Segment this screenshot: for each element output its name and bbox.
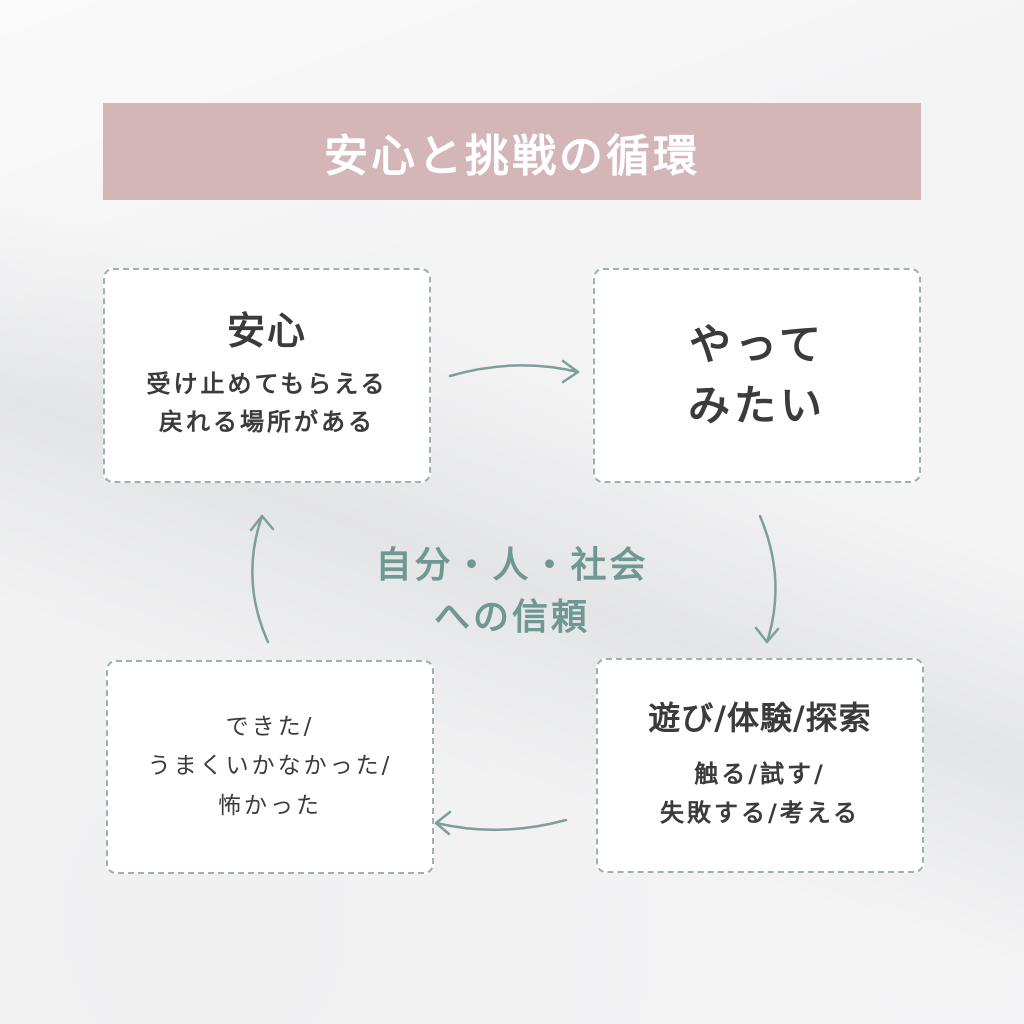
arrow-up-icon [249,514,275,644]
box-anshin-line1: 受け止めてもらえる [146,369,388,398]
center-trust-label: 自分・人・社会 への信頼 [312,540,712,644]
box-asobi-line1: 触る/試す/ [694,760,826,789]
box-dekita-line2: うまくいかなかった/ [147,753,393,780]
box-dekita: できた/ うまくいかなかった/ 怖かった [106,660,434,874]
page-title: 安心と挑戦の循環 [324,130,700,182]
arrow-left-icon [434,810,568,836]
center-line2: への信頼 [433,597,590,639]
box-yatte-mitai-line1: やって [689,319,825,369]
title-bar: 安心と挑戦の循環 [103,103,921,200]
arrow-down-icon [754,514,780,644]
box-anshin-heading: 安心 [226,309,307,354]
box-yatte-mitai: やって みたい [593,268,921,483]
box-asobi-heading: 遊び/体験/探索 [648,698,872,737]
box-asobi-taiken-tansaku: 遊び/体験/探索 触る/試す/ 失敗する/考える [596,658,924,873]
box-yatte-mitai-line2: みたい [687,380,826,430]
center-line1: 自分・人・社会 [375,545,649,586]
box-asobi-line2: 失敗する/考える [659,798,861,827]
box-dekita-line3: 怖かった [218,792,322,819]
arrow-right-icon [448,359,580,384]
box-dekita-line1: できた/ [225,713,315,740]
box-anshin-line2: 戻れる場所がある [159,408,375,437]
box-anshin: 安心 受け止めてもらえる 戻れる場所がある [103,268,431,483]
